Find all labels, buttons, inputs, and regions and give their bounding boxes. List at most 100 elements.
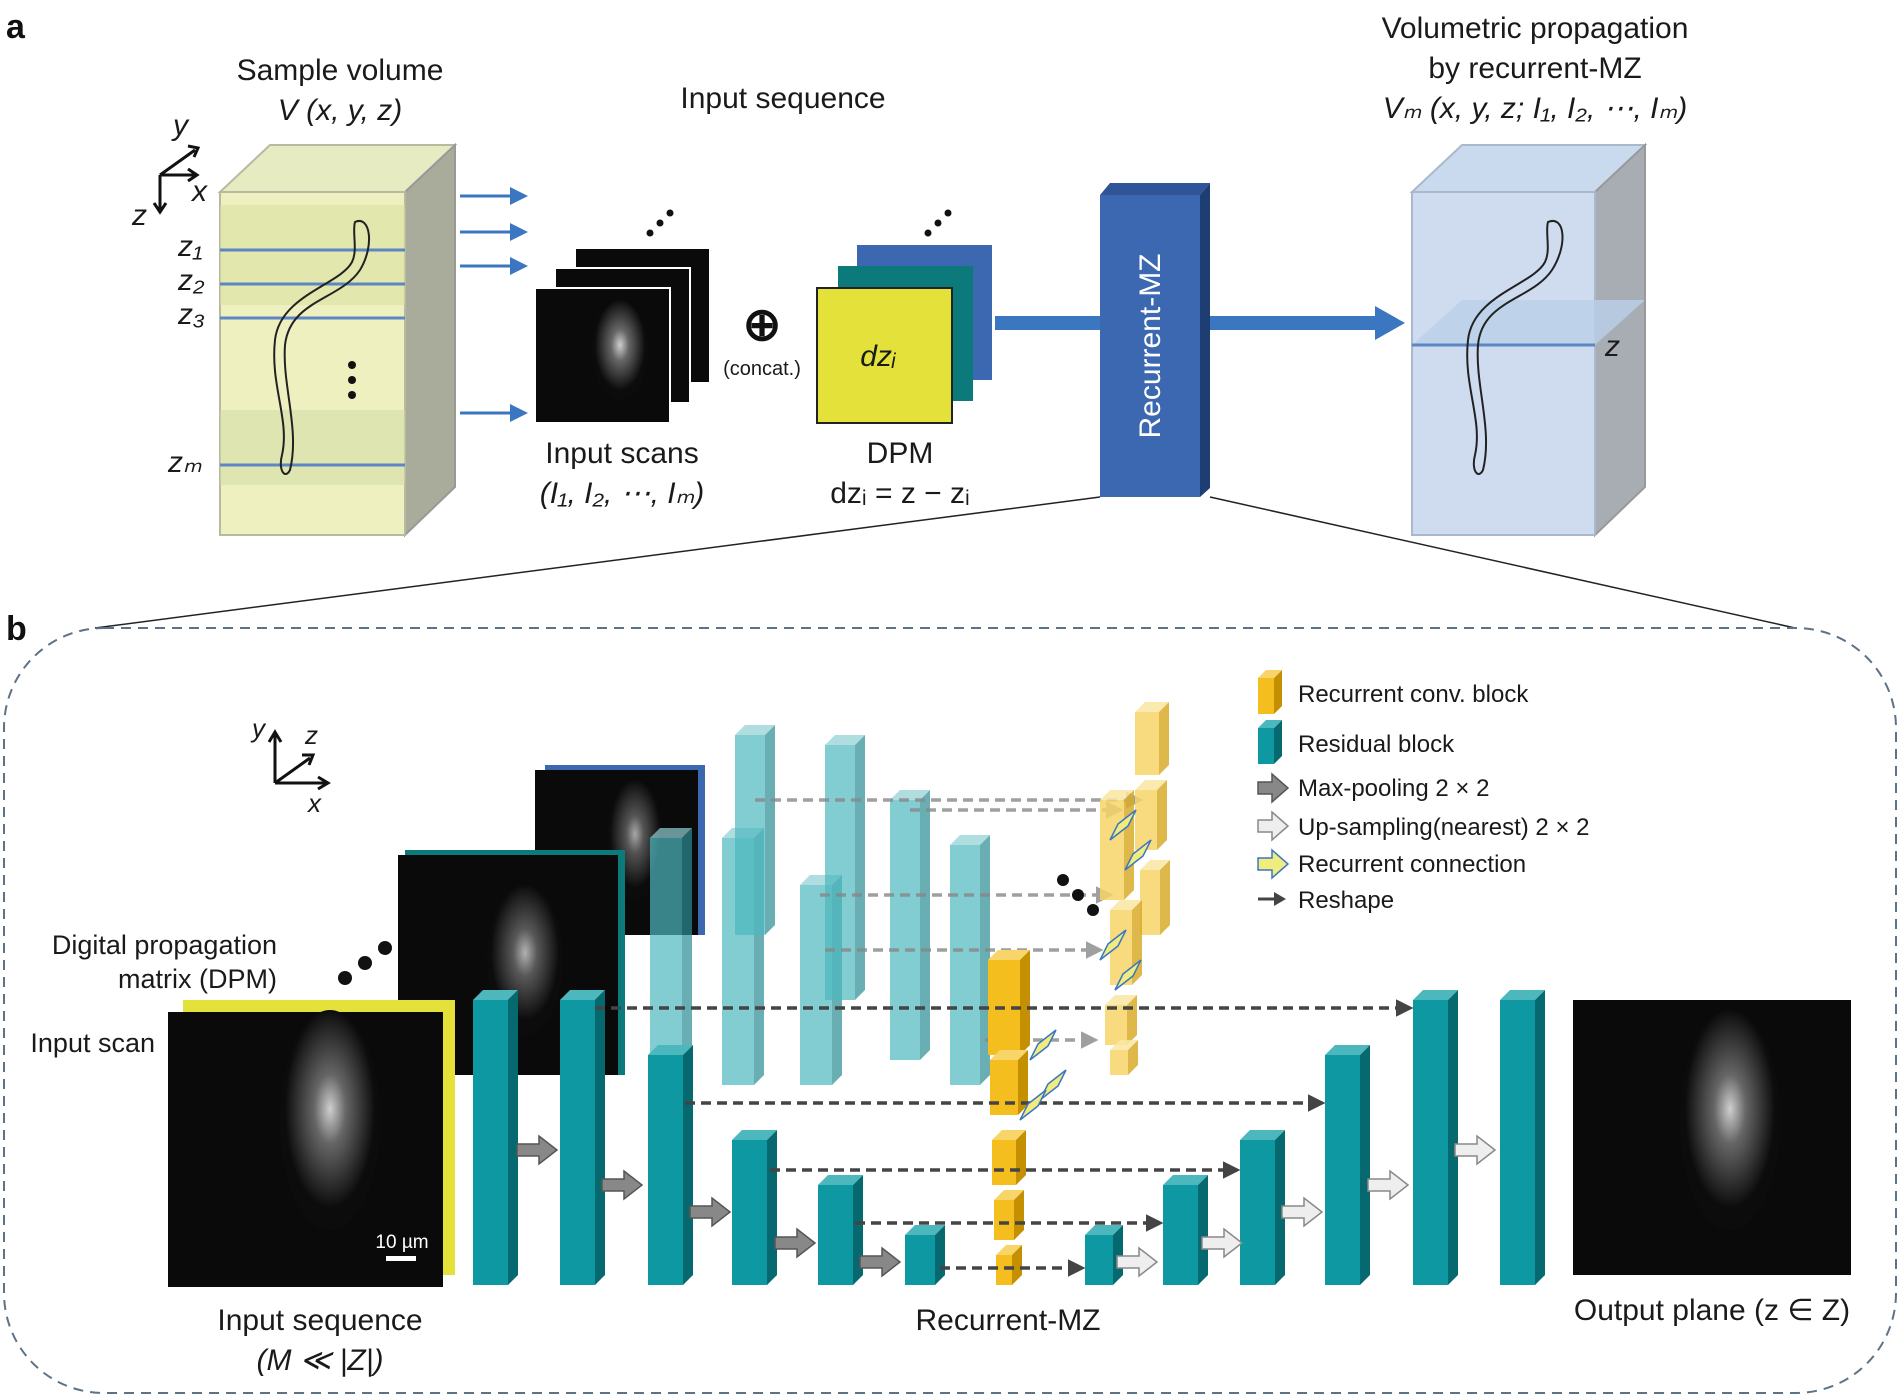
stack-dots <box>338 941 392 985</box>
yellow-arrow-icon <box>1257 848 1290 880</box>
residual-block-e2 <box>560 990 605 1285</box>
z-slice-lines <box>220 248 405 467</box>
dark-arrow-icon <box>1257 772 1290 804</box>
recurrent-connection-arrow <box>1109 809 1137 841</box>
axis-z-label: z <box>131 199 147 232</box>
input-sequence-label: Input sequence <box>217 1304 422 1337</box>
reshape-arrow-icon <box>1258 892 1286 906</box>
input-scans-label: Input scans <box>545 437 698 470</box>
scale-bar-label: 10 µm <box>375 1232 428 1253</box>
input-scans-formula: (I₁, I₂, ⋯, Iₘ) <box>540 477 705 510</box>
legend-label-2: Max-pooling 2 × 2 <box>1298 775 1489 802</box>
axis-y-label: y <box>171 109 190 142</box>
residual-block-d4 <box>1325 1045 1370 1285</box>
dpm-dots <box>924 209 952 237</box>
residual-block-e6 <box>905 1225 945 1285</box>
max-pool-arrow-4 <box>774 1227 817 1259</box>
axes-b-icon <box>267 729 331 791</box>
recurrent-conv-block-2 <box>990 1050 1028 1115</box>
input-image-stack <box>168 765 705 1287</box>
axis-b-z: z <box>304 720 318 750</box>
residual-block-e1 <box>473 990 518 1285</box>
unet-dots <box>1072 889 1084 901</box>
output-plane-label: Output plane (z ∈ Z) <box>1574 1294 1850 1327</box>
ghost-residual-block <box>825 735 865 1000</box>
z3-label: z₃ <box>177 298 205 331</box>
dpm-label-line1: Digital propagation <box>52 930 277 960</box>
up-sample-arrow-3 <box>1281 1196 1324 1228</box>
residual-block-e5 <box>818 1175 863 1285</box>
axis-b-y: y <box>250 713 267 743</box>
unet-blocks <box>473 702 1545 1285</box>
output-formula: Vₘ (x, y, z; I₁, I₂, ⋯, Iₘ) <box>1383 92 1687 125</box>
network-to-output-arrow <box>1210 316 1378 330</box>
ghost-residual-block <box>650 828 692 1055</box>
residual-block-d1 <box>1085 1225 1123 1285</box>
recurrent-connection-arrow <box>1114 959 1142 991</box>
ghost-recurrent-block <box>1140 860 1170 935</box>
ghost-residual-block <box>735 725 775 935</box>
panel-b-tag: b <box>6 610 27 648</box>
yellow-block-icon <box>1258 670 1282 714</box>
up-sample-arrow-5 <box>1454 1134 1497 1166</box>
input-sequence-title: Input sequence <box>680 82 885 115</box>
residual-block-d3 <box>1240 1130 1285 1285</box>
concat-label: (concat.) <box>723 358 801 380</box>
zoom-line-right <box>1209 496 1796 629</box>
dpm-label-line2: matrix (DPM) <box>118 964 277 994</box>
sample-volume-title: Sample volume <box>237 54 444 87</box>
residual-block-e3 <box>648 1045 693 1285</box>
legend: Recurrent conv. block Residual block Max… <box>1257 670 1589 914</box>
panel-a-tag: a <box>6 8 26 46</box>
residual-block-d6 <box>1500 990 1545 1285</box>
ghost-recurrent-block <box>1110 1040 1138 1075</box>
legend-label-0: Recurrent conv. block <box>1298 681 1529 708</box>
output-volume-box <box>1409 142 1648 538</box>
ghost-recurrent-block <box>1105 995 1137 1045</box>
recurrent-mz-block <box>1100 183 1210 497</box>
up-sample-arrow-1 <box>1116 1246 1159 1278</box>
ghost-residual-block <box>950 835 990 1085</box>
zoom-line-left <box>94 496 1101 629</box>
unet-dots <box>1057 874 1069 886</box>
legend-label-5: Reshape <box>1298 887 1394 914</box>
max-pool-arrow-3 <box>689 1196 732 1228</box>
unet-dots <box>1087 904 1099 916</box>
unet-label: Recurrent-MZ <box>915 1304 1100 1337</box>
network-to-output-arrowhead <box>1375 306 1405 340</box>
ghost-recurrent-block <box>1135 702 1169 775</box>
up-sample-arrow-4 <box>1367 1169 1410 1201</box>
dpm-formula: dzᵢ = z − zᵢ <box>830 477 970 510</box>
recurrent-connection-arrow <box>1029 1029 1057 1061</box>
residual-block-d5 <box>1413 990 1458 1285</box>
recurrent-connection-arrow <box>1039 1069 1067 1101</box>
recurrent-conv-block-5 <box>996 1245 1022 1285</box>
ghost-residual-block <box>890 790 930 1060</box>
legend-label-4: Recurrent connection <box>1298 851 1526 878</box>
recurrent-connection-arrow <box>1124 839 1152 871</box>
recurrent-connection-arrow <box>1019 1089 1047 1121</box>
sample-volume-formula: V (x, y, z) <box>278 94 402 127</box>
residual-block-d2 <box>1163 1175 1208 1285</box>
max-pool-arrow-2 <box>601 1169 644 1201</box>
legend-label-3: Up-sampling(nearest) 2 × 2 <box>1298 814 1589 841</box>
dpm-label: DPM <box>867 437 934 470</box>
recurrent-conv-block-1 <box>988 950 1030 1055</box>
light-arrow-icon <box>1257 810 1290 842</box>
up-sample-arrow-2 <box>1201 1227 1244 1259</box>
worm-outline <box>273 220 371 475</box>
dpm-cell-text: dzᵢ <box>860 340 897 373</box>
zm-label: zₘ <box>167 446 202 479</box>
axis-x-label: x <box>190 175 208 208</box>
ghost-recurrent-block <box>1100 790 1134 900</box>
network-label: Recurrent-MZ <box>1134 253 1167 438</box>
teal-block-icon <box>1258 720 1282 764</box>
axis-b-x: x <box>306 788 322 818</box>
dpm-stack <box>816 245 992 424</box>
input-scan-label: Input scan <box>30 1028 155 1058</box>
panel-b-frame <box>3 627 1897 1394</box>
legend-label-1: Residual block <box>1298 731 1455 758</box>
max-pool-arrow-5 <box>859 1246 902 1278</box>
max-pool-arrow-1 <box>516 1134 559 1166</box>
input-sequence-formula: (M ≪ |Z|) <box>257 1344 384 1377</box>
